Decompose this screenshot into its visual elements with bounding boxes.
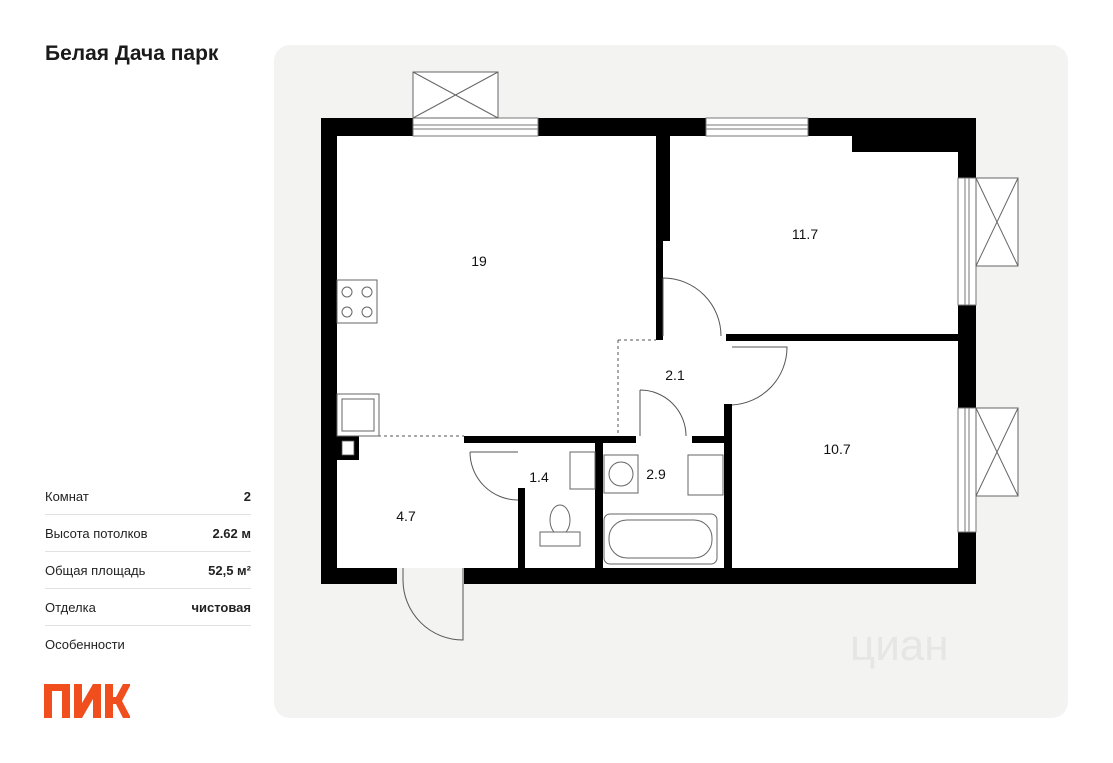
ac-units xyxy=(412,71,1019,497)
toilet-icon xyxy=(549,504,571,536)
room-area-kitchen-living: 19 xyxy=(471,253,487,269)
spec-finish: Отделка чистовая xyxy=(45,589,251,626)
room-area-bedroom-1: 11.7 xyxy=(792,226,818,242)
spec-value: 2.62 м xyxy=(212,525,251,541)
doors xyxy=(378,277,788,641)
fixtures xyxy=(336,279,724,565)
spec-value: 2 xyxy=(243,488,251,504)
spec-total-area: Общая площадь 52,5 м² xyxy=(45,552,251,589)
spec-value: 52,5 м² xyxy=(208,562,251,578)
windows xyxy=(412,117,977,533)
room-area-hall: 2.1 xyxy=(665,367,685,383)
room-area-toilet: 1.4 xyxy=(529,469,549,485)
stove-icon xyxy=(336,279,378,324)
spec-label: Отделка xyxy=(45,599,96,615)
project-title: Белая Дача парк xyxy=(45,42,219,65)
spec-rooms: Комнат 2 xyxy=(45,478,251,515)
spec-ceiling-height: Высота потолков 2.62 м xyxy=(45,515,251,552)
apartment-specs: Комнат 2 Высота потолков 2.62 м Общая площ… xyxy=(45,478,251,662)
pik-logo xyxy=(44,684,131,723)
room-area-entrance: 4.7 xyxy=(396,508,416,524)
spec-label: Особенности xyxy=(45,636,125,652)
spec-label: Высота потолков xyxy=(45,525,148,541)
watermark: циан xyxy=(850,621,949,670)
room-area-bathroom: 2.9 xyxy=(646,466,666,482)
bath-sink-icon xyxy=(687,454,724,496)
room-area-bedroom-2: 10.7 xyxy=(823,441,850,457)
spec-label: Комнат xyxy=(45,488,89,504)
spec-features: Особенности xyxy=(45,626,251,662)
toilet-sink-icon xyxy=(569,451,596,490)
spec-value: чистовая xyxy=(191,599,251,615)
spec-label: Общая площадь xyxy=(45,562,146,578)
